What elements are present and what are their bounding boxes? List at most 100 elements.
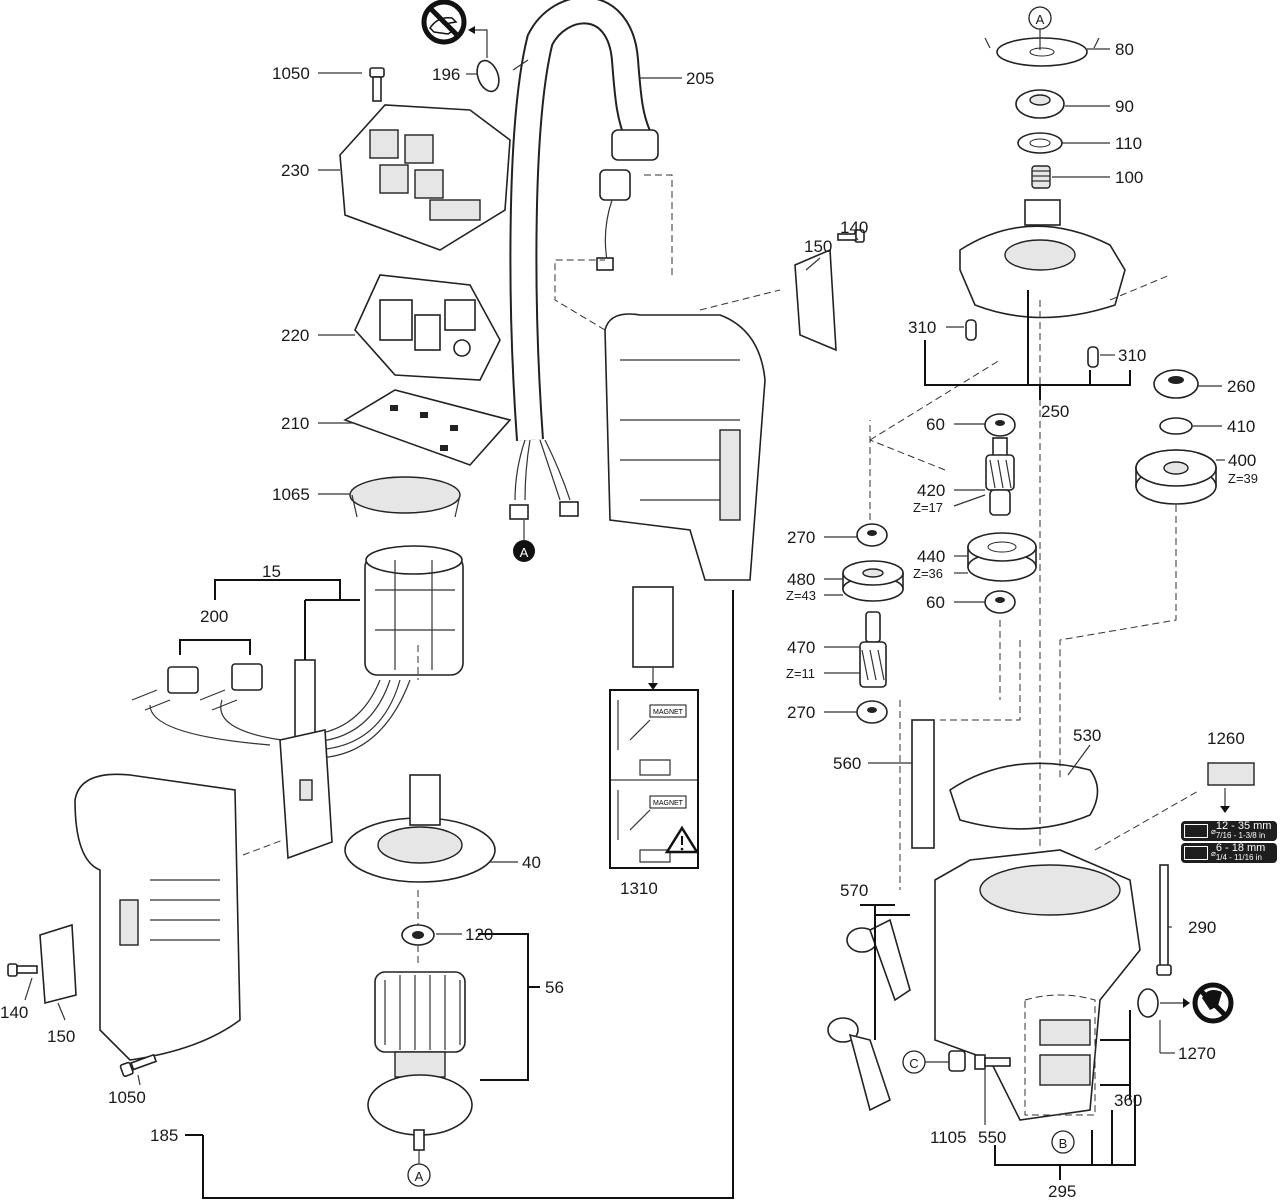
- part-15-electronics: [279, 659, 333, 860]
- label-40: 40: [522, 853, 541, 872]
- part-100-spring: [1031, 165, 1051, 189]
- part-80-plate: [984, 37, 1100, 67]
- spec-label-drill-capacity: ⌀ 12 - 35 mm 7/16 - 1-3/8 in ⌀ 6 - 18 mm…: [1181, 821, 1277, 865]
- part-400-gear: [1135, 449, 1217, 505]
- label-1270: 1270: [1178, 1044, 1216, 1063]
- label-110: 110: [1115, 134, 1142, 153]
- part-295-gear-housing: [934, 849, 1141, 1121]
- part-60-bearing-lower: [984, 590, 1016, 614]
- part-stator: [364, 545, 464, 676]
- diameter-symbol: ⌀: [1211, 826, 1216, 836]
- spec-core-mm: 12 - 35 mm: [1215, 820, 1272, 832]
- label-310: 310: [908, 318, 936, 337]
- part-150-cover: [39, 923, 77, 1005]
- part-260-bearing: [1153, 369, 1199, 399]
- connector-a-black: A: [513, 540, 535, 562]
- part-1050-screw-lower: [119, 1053, 158, 1077]
- connector-c: C: [902, 1050, 926, 1074]
- magnet-text-top: MAGNET: [653, 709, 684, 716]
- no-touch-hand-icon: [421, 0, 467, 45]
- spec-core-in: 7/16 - 1-3/8 in: [1215, 831, 1266, 840]
- label-250: 250: [1041, 402, 1069, 421]
- part-40-fan-housing: [344, 774, 496, 883]
- part-230-cover: [339, 104, 511, 251]
- part-250-gear-cover: [959, 199, 1126, 319]
- arrow-196: [475, 29, 488, 58]
- part-1310-blank-label: [632, 586, 674, 668]
- spec-twist-mm: 6 - 18 mm: [1215, 842, 1266, 854]
- label-550: 550: [978, 1128, 1006, 1147]
- label-100: 100: [1115, 168, 1143, 187]
- label-270: 270: [787, 528, 815, 547]
- svg-text:A: A: [1036, 12, 1045, 27]
- label-260: 260: [1227, 377, 1255, 396]
- label-60: 60: [926, 415, 945, 434]
- part-310-pin: [965, 319, 977, 341]
- label-480: 480: [787, 570, 815, 589]
- label-270-lower: 270: [787, 703, 815, 722]
- part-410-ring: [1159, 417, 1193, 435]
- warning-triangle-icon: [664, 825, 700, 854]
- label-150: 150: [47, 1027, 75, 1046]
- part-480-gear: [842, 560, 904, 602]
- label-295: 295: [1048, 1182, 1076, 1201]
- part-1105-plug: [948, 1050, 966, 1072]
- label-140: 140: [0, 1003, 28, 1022]
- twist-drill-icon: [1184, 846, 1208, 860]
- hose-fitting: [611, 129, 659, 161]
- label-150-upper: 150: [804, 237, 832, 256]
- label-440: 440: [917, 547, 945, 566]
- label-90: 90: [1115, 97, 1134, 116]
- label-220: 220: [281, 326, 309, 345]
- part-1050-screw: [369, 67, 385, 102]
- label-200: 200: [200, 607, 228, 626]
- part-1260-label: [1207, 762, 1255, 786]
- label-290: 290: [1188, 918, 1216, 937]
- label-440-teeth: Z=36: [913, 566, 943, 581]
- label-15: 15: [262, 562, 281, 581]
- label-1105: 1105: [930, 1128, 967, 1147]
- no-touch-hot-icon: [1192, 982, 1234, 1024]
- part-1065-filter: [349, 476, 461, 518]
- spec-row-twist-drill: ⌀ 6 - 18 mm 1/4 - 11/16 in: [1181, 843, 1277, 863]
- label-1050: 1050: [272, 64, 310, 83]
- label-80: 80: [1115, 40, 1134, 59]
- label-1050-lower: 1050: [108, 1088, 146, 1107]
- label-470-teeth: Z=11: [786, 666, 815, 681]
- part-570-lever-upper: [846, 918, 911, 1002]
- label-60-lower: 60: [926, 593, 945, 612]
- label-205: 205: [686, 69, 714, 88]
- part-220-switch: [354, 274, 501, 381]
- label-410: 410: [1227, 417, 1255, 436]
- label-400-teeth: Z=39: [1228, 471, 1258, 486]
- part-90-bearing: [1015, 89, 1065, 119]
- part-570-lever-lower: [827, 1017, 891, 1112]
- part-310-pin-2: [1087, 346, 1099, 368]
- part-420-pinion: [985, 437, 1015, 516]
- label-1310: 1310: [620, 879, 658, 898]
- part-550-fitting: [974, 1054, 1011, 1070]
- magnet-text-bottom: MAGNET: [653, 800, 684, 807]
- label-360: 360: [1114, 1091, 1142, 1110]
- connector-a-bottom: A: [407, 1163, 431, 1187]
- label-560: 560: [833, 754, 861, 773]
- part-handle-housing: [604, 313, 766, 581]
- part-1310-warning-label: MAGNET MAGNET: [609, 689, 700, 869]
- part-140-screw: [7, 963, 38, 977]
- part-270-bearing-lower: [856, 700, 888, 724]
- svg-text:A: A: [415, 1169, 424, 1184]
- label-210: 210: [281, 414, 309, 433]
- label-310-right: 310: [1118, 346, 1146, 365]
- label-1260: 1260: [1207, 729, 1245, 748]
- label-400: 400: [1228, 451, 1256, 470]
- part-120-bearing: [401, 924, 435, 946]
- label-530: 530: [1073, 726, 1101, 745]
- part-labels: 1050 196 205 230 220 210 1065 15 200 40 …: [0, 40, 1258, 1201]
- label-570: 570: [840, 881, 868, 900]
- part-110-washer: [1017, 132, 1063, 154]
- part-150-switch-cover: [794, 248, 837, 352]
- label-470: 470: [787, 638, 815, 657]
- label-120: 120: [465, 925, 493, 944]
- connector-a-top: A: [1028, 6, 1052, 30]
